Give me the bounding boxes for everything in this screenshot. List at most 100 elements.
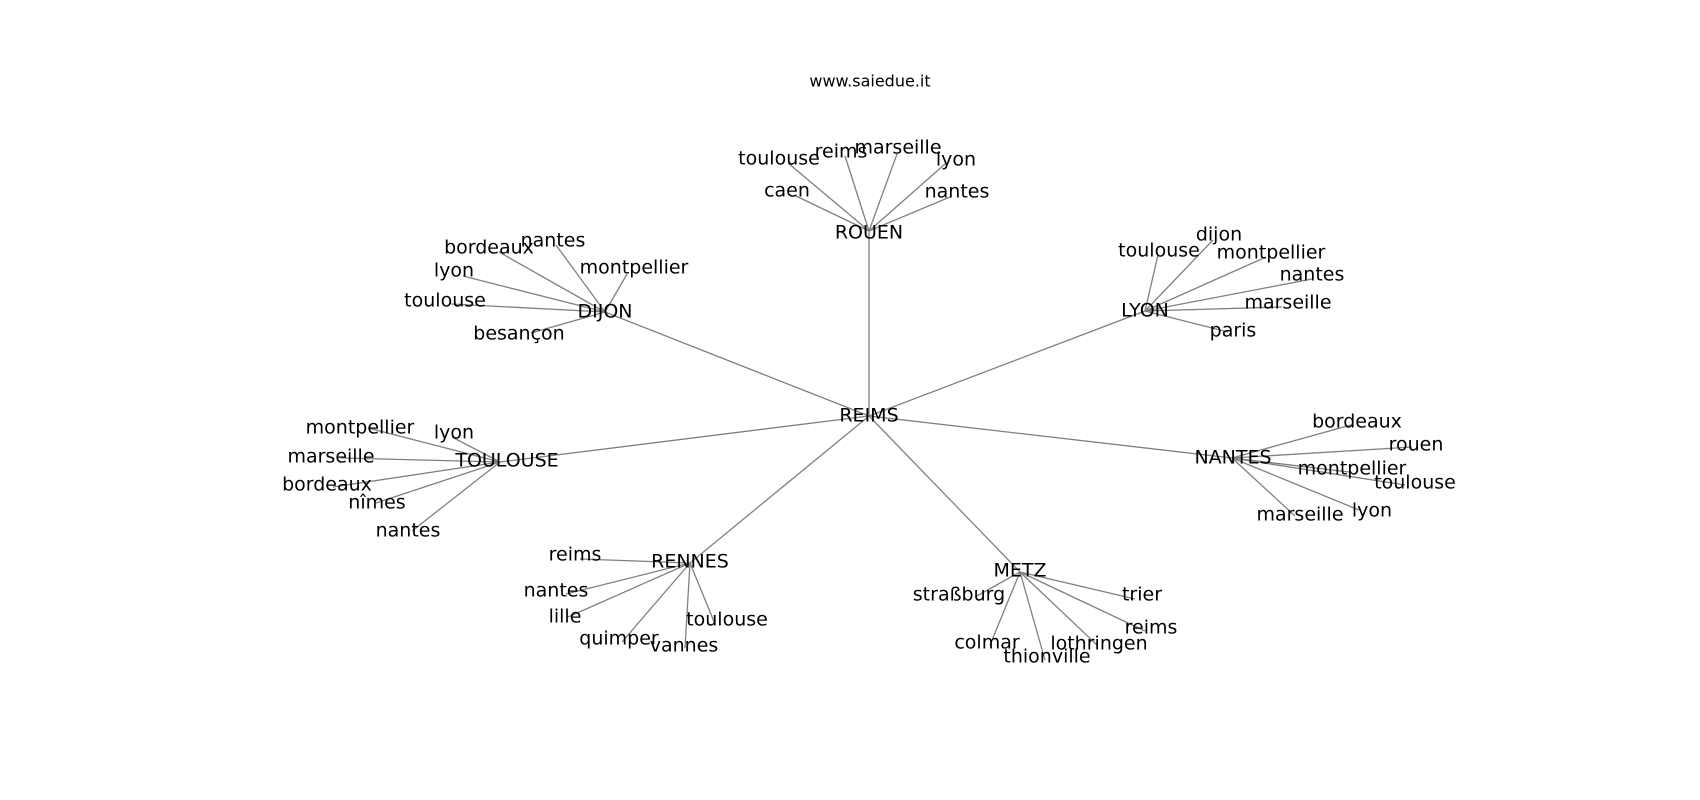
edge-rouen-0 (787, 162, 870, 232)
leaf-node-label: montpellier (1298, 458, 1407, 480)
edge-lyon-0 (1144, 239, 1214, 312)
leaf-node-label: caen (764, 180, 810, 202)
leaf-node-label: lyon (434, 422, 474, 444)
leaf-node-label: colmar (954, 632, 1020, 654)
leaf-node-label: dijon (1196, 224, 1242, 246)
edge-center-toulouse (499, 415, 870, 463)
edge-metz-5 (1019, 571, 1046, 661)
edge-metz-4 (1019, 571, 1098, 646)
leaf-node-label: trier (1122, 584, 1162, 606)
leaf-node-label: bordeaux (444, 237, 534, 259)
leaf-node-label: bordeaux (282, 474, 372, 496)
leaf-node-label: nîmes (348, 492, 405, 514)
leaf-node-label: toulouse (738, 148, 820, 170)
hub-node-label: DIJON (577, 301, 632, 323)
edge-nantes-4 (1231, 457, 1360, 511)
edge-metz-2 (1019, 571, 1146, 632)
leaf-node-label: thionville (1003, 646, 1090, 668)
leaf-node-label: marseille (1244, 292, 1331, 314)
edge-dijon-0 (498, 251, 606, 313)
edge-rouen-3 (868, 163, 946, 232)
edge-rouen-1 (844, 155, 870, 232)
edge-toulouse-4 (375, 461, 501, 504)
edge-center-nantes (868, 415, 1233, 459)
edge-rennes-2 (567, 562, 691, 618)
leaf-node-label: marseille (1256, 504, 1343, 526)
edge-nantes-5 (1231, 457, 1296, 517)
edge-dijon-2 (604, 273, 628, 313)
edge-dijon-5 (530, 311, 606, 334)
edge-center-metz (868, 415, 1021, 573)
edge-toulouse-1 (451, 436, 501, 463)
leaf-node-label: lyon (1352, 500, 1392, 522)
leaf-node-label: marseille (287, 446, 374, 468)
edge-toulouse-0 (367, 427, 501, 463)
leaf-node-label: paris (1210, 320, 1257, 342)
edge-lyon-3 (1144, 278, 1313, 312)
edge-lyon-2 (1144, 256, 1267, 312)
leaf-node-label: toulouse (1374, 472, 1456, 494)
edge-layer (332, 153, 1413, 661)
leaf-node-label: montpellier (580, 257, 689, 279)
edge-rouen-4 (795, 195, 870, 232)
edge-dijon-1 (555, 244, 606, 313)
edge-nantes-3 (1231, 457, 1406, 486)
edge-dijon-4 (450, 303, 606, 313)
edge-metz-3 (989, 571, 1021, 646)
edge-lyon-4 (1144, 306, 1283, 312)
edge-rouen-5 (868, 196, 951, 232)
edge-metz-0 (1019, 571, 1136, 600)
edge-toulouse-2 (340, 457, 501, 463)
edge-rennes-0 (579, 558, 691, 564)
edge-center-rennes (689, 415, 870, 564)
edge-rennes-3 (621, 562, 691, 643)
leaf-node-label: lyon (936, 149, 976, 171)
leaf-node-label: lyon (434, 260, 474, 282)
edge-toulouse-5 (411, 461, 501, 532)
leaf-node-label: rouen (1389, 434, 1444, 456)
leaf-node-label: montpellier (1217, 242, 1326, 264)
edge-lyon-1 (1144, 254, 1159, 312)
leaf-node-label: straßburg (913, 584, 1005, 606)
leaf-node-label: nantes (1280, 264, 1345, 286)
leaf-node-label: reims (1125, 617, 1178, 639)
edge-center-dijon (604, 311, 870, 417)
edge-rennes-4 (684, 562, 691, 649)
leaf-node-label: nantes (376, 520, 441, 542)
leaf-node-label: nantes (524, 580, 589, 602)
leaf-node-label: besançon (473, 323, 564, 345)
hub-node-label: TOULOUSE (454, 450, 558, 472)
leaf-node-label: bordeaux (1312, 411, 1402, 433)
leaf-node-label: lille (549, 606, 582, 628)
leaf-node-label: toulouse (1118, 240, 1200, 262)
hub-node-label: NANTES (1194, 447, 1271, 469)
leaf-node-label: montpellier (306, 417, 415, 439)
edge-rennes-5 (689, 562, 716, 625)
edge-nantes-1 (1231, 446, 1413, 459)
leaf-node-label: quimper (579, 628, 659, 650)
leaf-node-label: vannes (650, 635, 719, 657)
leaf-node-label: toulouse (686, 609, 768, 631)
edge-toulouse-3 (332, 461, 501, 488)
edge-nantes-2 (1231, 457, 1350, 473)
edge-metz-1 (974, 571, 1021, 598)
center-node-label: REIMS (839, 405, 898, 427)
leaf-node-label: nantes (925, 181, 990, 203)
leaf-node-label: marseille (854, 137, 941, 159)
leaf-node-label: toulouse (404, 290, 486, 312)
hub-node-label: METZ (993, 560, 1046, 582)
leaf-node-label: nantes (521, 230, 586, 252)
edge-lyon-5 (1144, 310, 1229, 333)
leaf-node-label: reims (815, 141, 868, 163)
hub-node-label: RENNES (651, 551, 729, 573)
hub-node-label: ROUEN (835, 222, 903, 244)
hub-node-label: LYON (1121, 300, 1169, 322)
graph-title: www.saiedue.it (809, 72, 930, 91)
edge-nantes-0 (1231, 424, 1352, 459)
edge-rennes-1 (565, 562, 691, 595)
edge-dijon-3 (462, 275, 606, 313)
leaf-node-label: reims (549, 544, 602, 566)
edge-rouen-2 (868, 153, 898, 232)
